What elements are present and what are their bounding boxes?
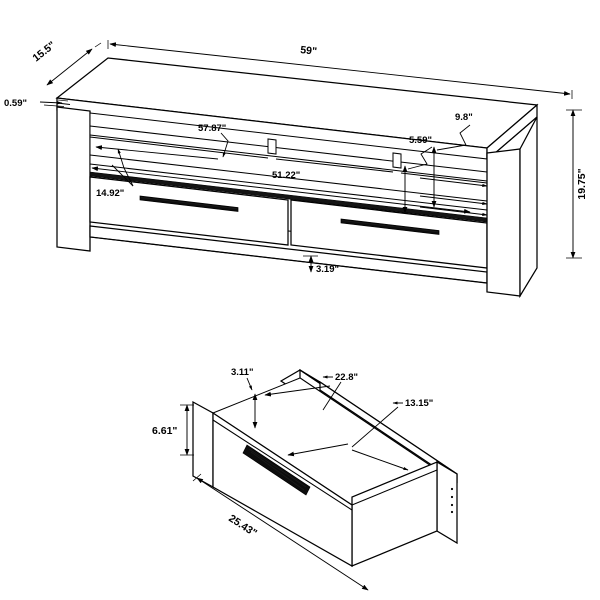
dim-top-thickness: 0.59" — [4, 98, 65, 109]
dim-label-lower-shelf: 51.22" — [272, 170, 300, 181]
dim-label-overall-width: 59" — [300, 44, 318, 58]
dim-label-base-clearance: 3.19" — [316, 264, 339, 275]
dim-upper-shelf: 57.87" — [95, 123, 229, 160]
dim-label-drawer-height: 6.61" — [152, 425, 177, 437]
dim-label-drawer-inner-width: 22.8" — [335, 372, 358, 383]
drawer-detail-view: 3.11" 22.8" 13.15" 6 — [152, 367, 458, 591]
dim-label-side-panel: 14.92" — [96, 188, 124, 199]
dim-label-drawer-front-width: 25.43" — [226, 512, 259, 539]
interior-reference-arrows — [419, 177, 488, 216]
main-unit-view: 15.5" 59" 0.59" 57.87" — [4, 39, 588, 299]
dim-label-depth: 15.5" — [30, 39, 57, 64]
right-side-panel — [486, 116, 538, 299]
dim-upper-opening: 9.8" — [431, 112, 473, 208]
drawer-fasteners — [450, 487, 454, 514]
dim-overall-width: 59" — [107, 40, 573, 99]
dim-label-top-thickness: 0.59" — [4, 98, 27, 109]
dim-label-upper-shelf: 57.87" — [198, 123, 226, 134]
dim-label-shelf-gap: 5.59" — [409, 135, 432, 146]
drawer-far-side-wall — [351, 460, 458, 567]
dim-shelf-gap: 5.59" — [402, 135, 433, 214]
dim-overall-height: 19.75" — [566, 109, 588, 259]
dim-label-drawer-side-thickness: 3.11" — [231, 367, 253, 378]
dim-label-overall-height: 19.75" — [576, 168, 588, 199]
dim-drawer-inner-width: 22.8" — [264, 372, 358, 411]
dim-base-clearance: 3.19" — [303, 255, 339, 275]
left-side-panel — [56, 106, 91, 252]
dim-drawer-height: 6.61" — [152, 404, 194, 456]
dim-label-drawer-inner-depth: 13.15" — [405, 398, 433, 409]
dim-side-panel: 14.92" — [96, 148, 134, 199]
dim-drawer-side-thickness: 3.11" — [231, 367, 258, 429]
dim-label-upper-opening: 9.8" — [455, 112, 473, 123]
dim-drawer-inner-depth: 13.15" — [287, 398, 433, 471]
